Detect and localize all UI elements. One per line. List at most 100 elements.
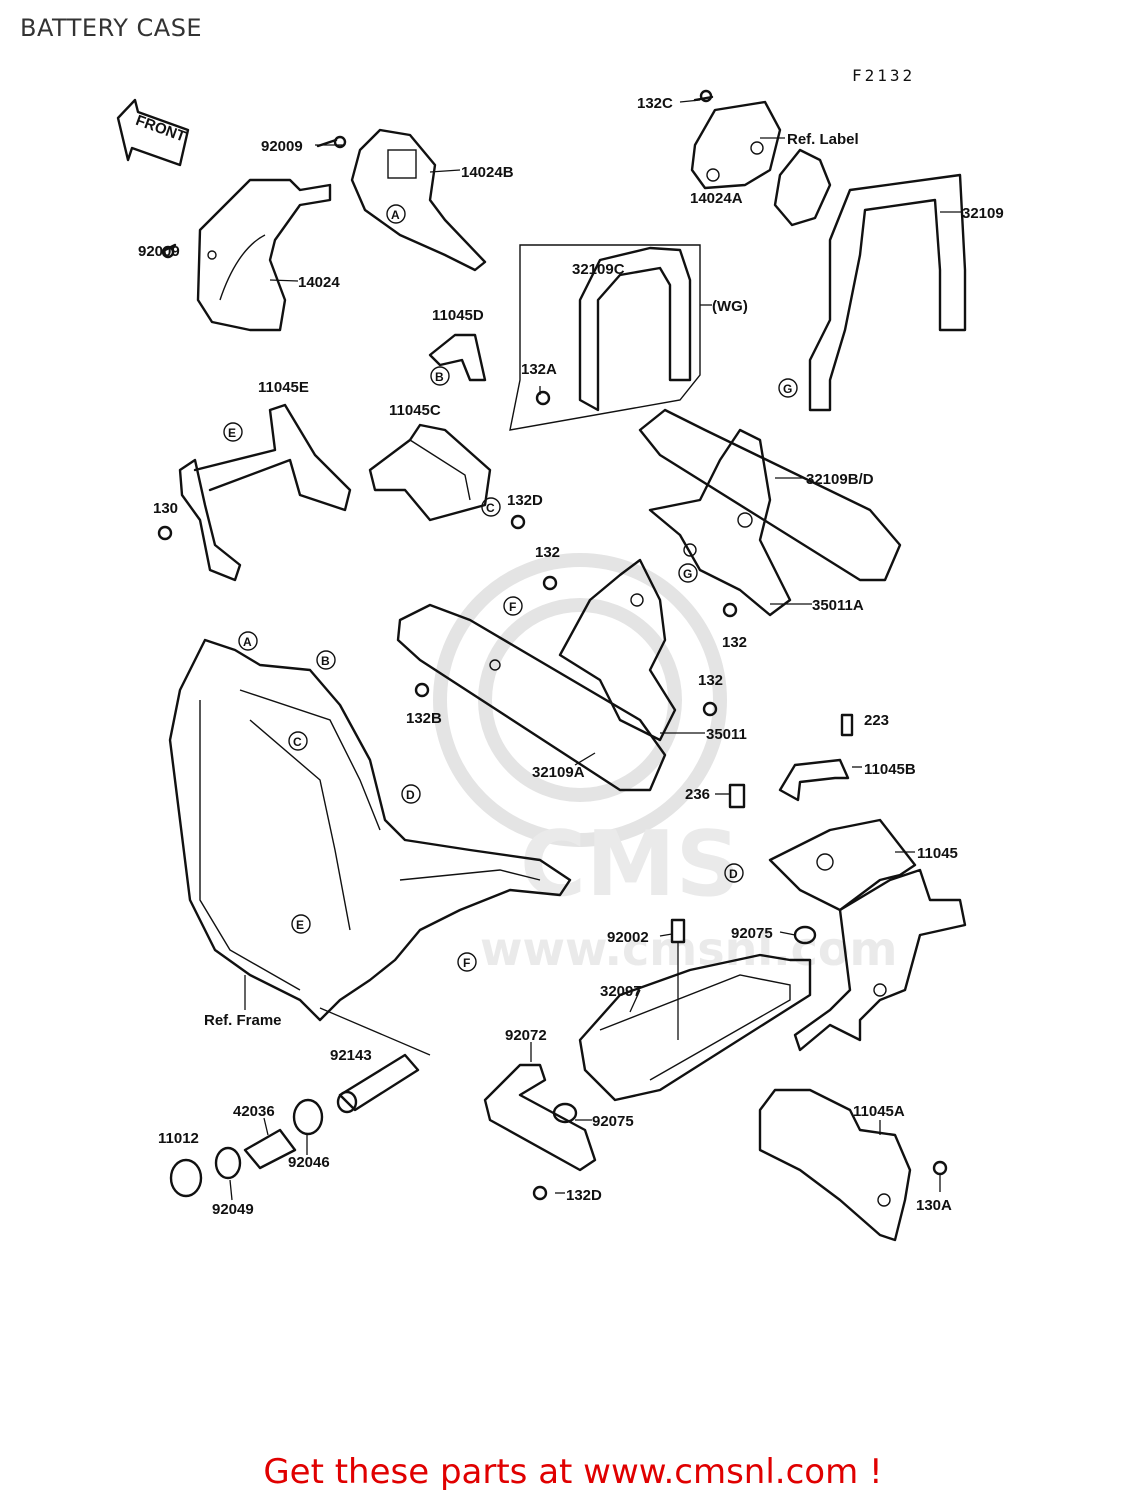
svg-text:B: B: [435, 370, 444, 384]
callout-D-2: D: [724, 863, 744, 883]
bolt-223: [840, 713, 854, 737]
label-11045D: 11045D: [432, 307, 484, 324]
callout-A-2: A: [238, 631, 258, 651]
part-32109C-bar: [509, 244, 701, 431]
callout-F-2: F: [457, 952, 477, 972]
label-32109A: 32109A: [532, 764, 585, 781]
label-32109BD: 32109B/D: [806, 471, 874, 488]
motorcycle-frame: [168, 638, 572, 1022]
label-236: 236: [685, 786, 710, 803]
callout-G-1: G: [778, 378, 798, 398]
svg-text:A: A: [391, 208, 400, 222]
label-223: 223: [864, 712, 889, 729]
label-132D-bot: 132D: [566, 1187, 602, 1204]
label-132-c: 132: [698, 672, 723, 689]
label-92046: 92046: [288, 1154, 330, 1171]
callout-A-1: A: [386, 204, 406, 224]
leader-lines: [229, 99, 962, 1201]
part-number-labels: 92009 14024B 132C Ref. Label 14024A 3210…: [138, 95, 1004, 1218]
callout-markers: A B E C G G F A B C D D E F: [223, 204, 798, 972]
front-arrow-label: FRONT: [133, 112, 187, 146]
label-92075-bot: 92075: [592, 1113, 634, 1130]
callout-G-2: G: [678, 563, 698, 583]
label-32097: 32097: [600, 983, 642, 1000]
callout-E-2: E: [291, 914, 311, 934]
bolt-92002: [670, 918, 686, 1040]
label-11012: 11012: [158, 1130, 199, 1147]
label-132B: 132B: [406, 710, 442, 727]
label-132C: 132C: [637, 95, 673, 112]
label-92049: 92049: [212, 1201, 254, 1218]
svg-text:B: B: [321, 654, 330, 668]
front-arrow-icon: FRONT: [116, 98, 190, 167]
label-11045A: 11045A: [853, 1103, 905, 1120]
svg-text:F: F: [509, 600, 516, 614]
svg-text:C: C: [293, 735, 302, 749]
svg-text:G: G: [783, 382, 792, 396]
label-32109C: 32109C: [572, 261, 625, 278]
part-11045E-bracket: [178, 403, 352, 582]
label-wg: (WG): [712, 298, 748, 315]
part-32109BD-carrier: [638, 408, 902, 617]
label-42036: 42036: [233, 1103, 275, 1120]
part-11045A-bracket: [758, 1088, 912, 1242]
part-11045B-strap: [778, 758, 850, 802]
part-14024-cover: [196, 178, 332, 332]
part-11045-bracket: [768, 818, 967, 1052]
part-11045C-bracket: [368, 423, 492, 522]
watermark: CMS www.cmsnl.com: [433, 553, 897, 976]
collar-42036: [243, 1128, 297, 1170]
callout-C-2: C: [288, 731, 308, 751]
callout-C-1: C: [481, 497, 501, 517]
label-14024: 14024: [298, 274, 340, 291]
label-92075-top: 92075: [731, 925, 773, 942]
label-132A: 132A: [521, 361, 557, 378]
label-ref-frame: Ref. Frame: [204, 1012, 282, 1029]
pivot-shaft-92143: [336, 1053, 420, 1114]
label-32109: 32109: [962, 205, 1004, 222]
label-92143: 92143: [330, 1047, 372, 1064]
svg-text:D: D: [729, 867, 738, 881]
svg-text:D: D: [406, 788, 415, 802]
label-11045: 11045: [917, 845, 958, 862]
label-14024A: 14024A: [690, 190, 743, 207]
part-32097-battery-case: [578, 953, 812, 1102]
watermark-url: www.cmsnl.com: [480, 922, 897, 976]
label-130A: 130A: [916, 1197, 952, 1214]
callout-D-1: D: [401, 784, 421, 804]
bolt-icons: [157, 89, 948, 1201]
svg-text:C: C: [486, 501, 495, 515]
part-11045D-bracket: [428, 333, 487, 382]
callout-E-1: E: [223, 422, 243, 442]
page-title: BATTERY CASE: [20, 14, 203, 42]
svg-text:A: A: [243, 635, 252, 649]
part-14024B-cover: [350, 128, 487, 272]
label-35011A: 35011A: [812, 597, 864, 614]
bearing-92046: [292, 1098, 324, 1136]
label-ref-label: Ref. Label: [787, 131, 859, 148]
ref-label-graphic: [773, 148, 832, 227]
label-11045E: 11045E: [258, 379, 309, 396]
cap-11012: [169, 1158, 203, 1198]
watermark-brand: CMS: [520, 812, 740, 917]
label-92002: 92002: [607, 929, 649, 946]
label-35011: 35011: [706, 726, 747, 743]
callout-B-2: B: [316, 650, 336, 670]
bolt-236: [728, 783, 746, 809]
label-132-b: 132: [722, 634, 747, 651]
svg-text:F: F: [463, 956, 470, 970]
figure-code: F2132: [852, 66, 916, 85]
part-32109-bar: [808, 173, 967, 412]
part-32109A-carrier: [396, 558, 677, 792]
label-11045C: 11045C: [389, 402, 441, 419]
part-92072-strap: [483, 1063, 597, 1172]
svg-text:E: E: [228, 426, 236, 440]
callout-F-1: F: [503, 596, 523, 616]
seal-92049: [214, 1146, 242, 1180]
callout-B-1: B: [430, 366, 450, 386]
footer-link[interactable]: Get these parts at www.cmsnl.com !: [263, 1452, 883, 1492]
label-132-a: 132: [535, 544, 560, 561]
part-14024A-cover: [690, 100, 782, 190]
svg-text:G: G: [683, 567, 692, 581]
